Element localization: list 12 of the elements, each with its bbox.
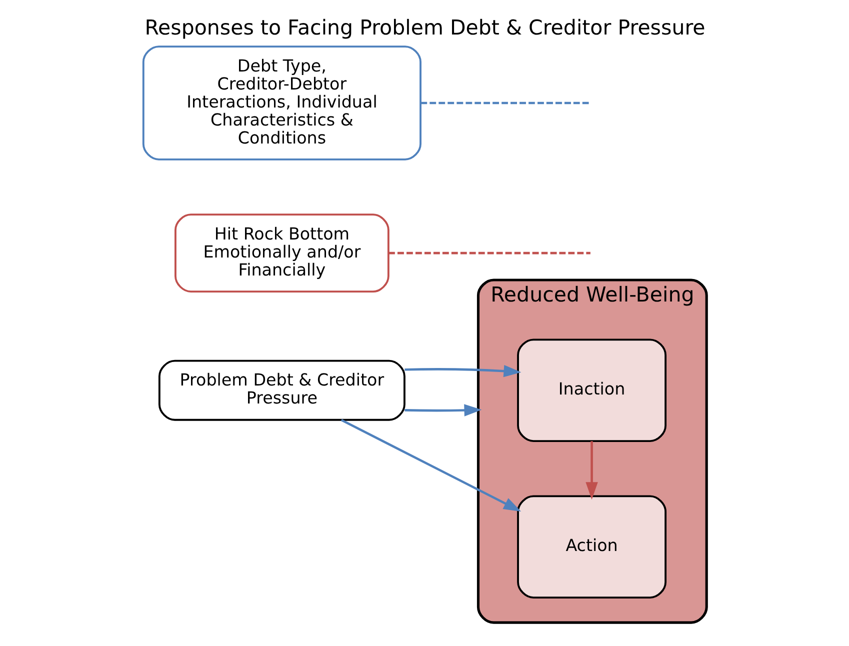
diagram-title: Responses to Facing Problem Debt & Creditor Pressure <box>144 16 705 40</box>
connector <box>420 102 590 104</box>
node-box: Debt Type, Creditor-Debtor Interactions, Individual Characteristics & Conditions <box>142 46 421 160</box>
arrow <box>404 404 482 416</box>
node-box: Inaction <box>516 338 666 442</box>
arrow <box>340 418 521 512</box>
node-box: Action <box>516 495 666 599</box>
node-box: Hit Rock Bottom Emotionally and/or Financially <box>174 214 389 293</box>
node-box: Problem Debt & Creditor Pressure <box>158 360 405 421</box>
arrow <box>404 364 521 378</box>
arrow <box>585 441 598 500</box>
connector <box>388 252 590 254</box>
